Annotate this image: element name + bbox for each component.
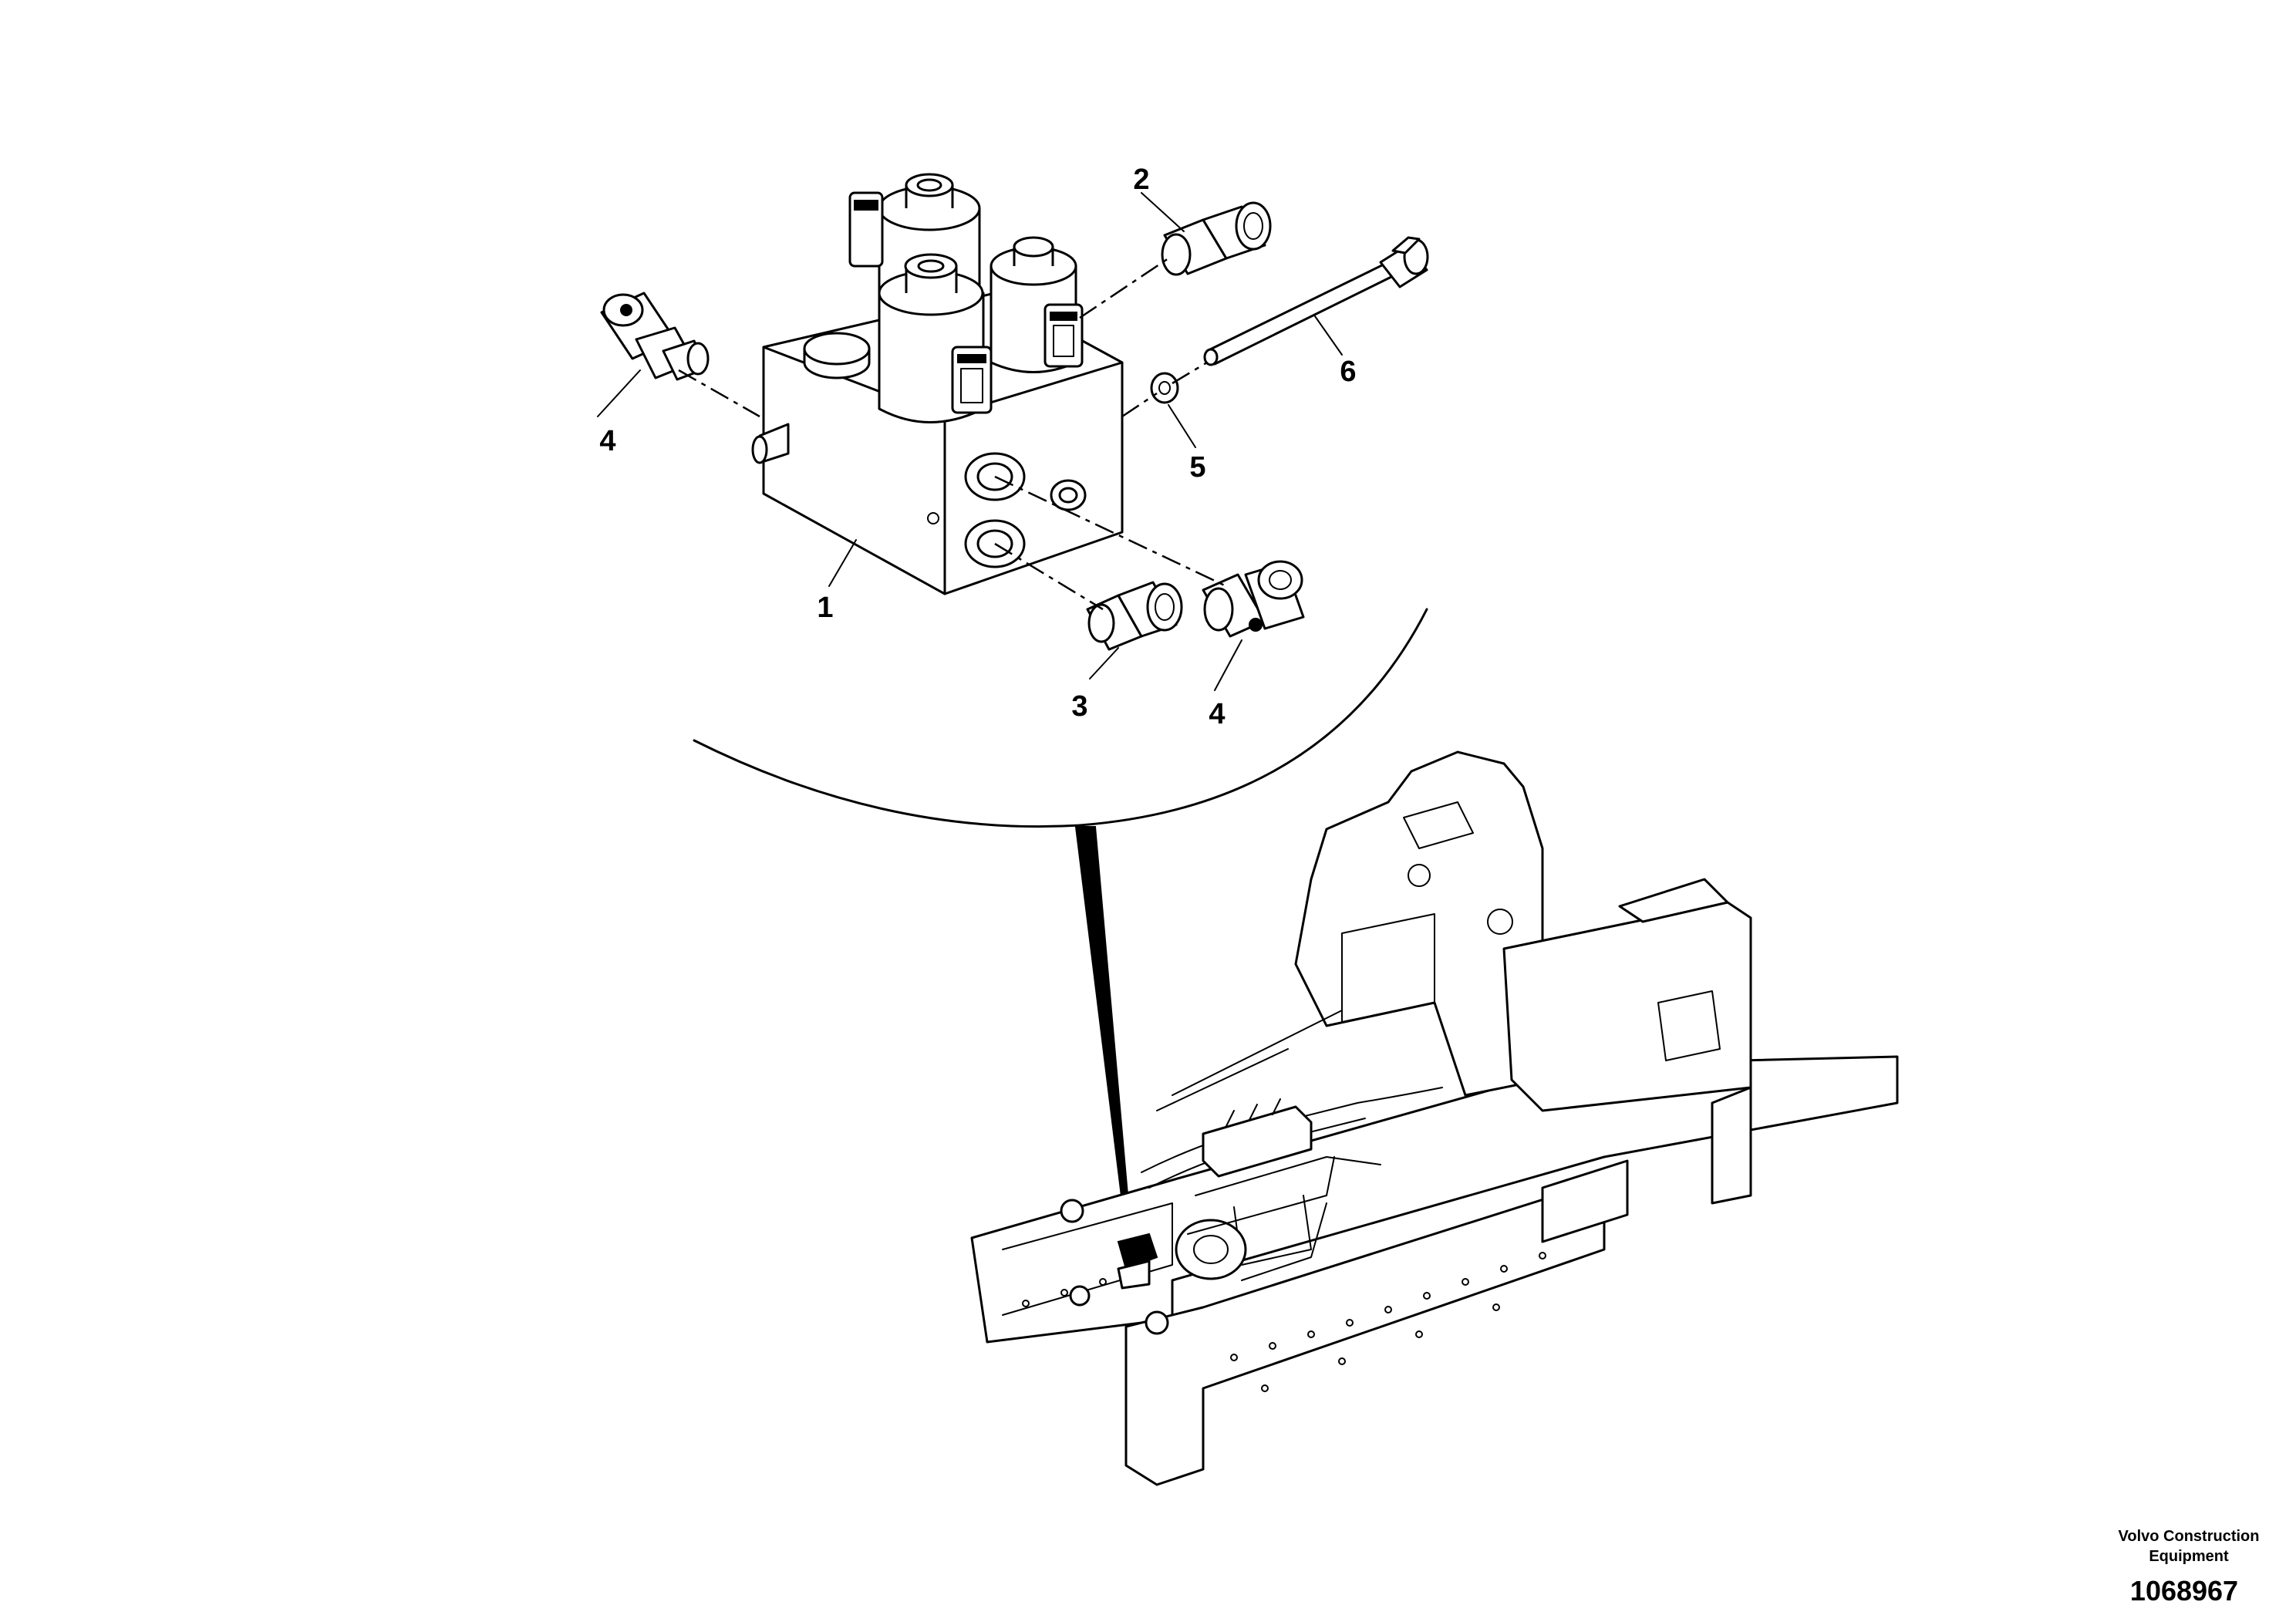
callout-4-left: 4 bbox=[599, 425, 615, 457]
machine-frame bbox=[970, 750, 1899, 1486]
callout-labels: 1 2 3 4 4 5 6 bbox=[599, 164, 1356, 730]
fitting-4-right bbox=[1202, 560, 1305, 638]
fitting-4-left bbox=[600, 292, 710, 381]
bolt-6 bbox=[1203, 236, 1429, 366]
callout-5: 5 bbox=[1189, 451, 1205, 484]
brand-line-1: Volvo Construction bbox=[2119, 1528, 2260, 1545]
fitting-2 bbox=[1161, 201, 1272, 276]
callout-2: 2 bbox=[1133, 164, 1149, 196]
assembly-lines bbox=[678, 257, 1227, 611]
document-number: 1068967 bbox=[2130, 1575, 2238, 1607]
valve-block-assembly bbox=[597, 173, 1429, 691]
callout-3: 3 bbox=[1071, 690, 1087, 723]
frame-holes bbox=[1022, 1252, 1546, 1392]
washer-5 bbox=[1150, 372, 1179, 404]
leader-lines bbox=[597, 192, 1343, 691]
fitting-3 bbox=[1086, 581, 1183, 651]
solenoid-b bbox=[990, 236, 1084, 373]
footer: Volvo Construction Equipment 1068967 bbox=[2119, 1528, 2260, 1607]
brand-line-2: Equipment bbox=[2149, 1548, 2229, 1565]
valve-location-marker bbox=[1117, 1233, 1158, 1290]
callout-6: 6 bbox=[1340, 356, 1356, 388]
callout-1: 1 bbox=[817, 592, 833, 624]
solenoid-c bbox=[878, 253, 993, 423]
callout-4-right: 4 bbox=[1209, 698, 1225, 730]
